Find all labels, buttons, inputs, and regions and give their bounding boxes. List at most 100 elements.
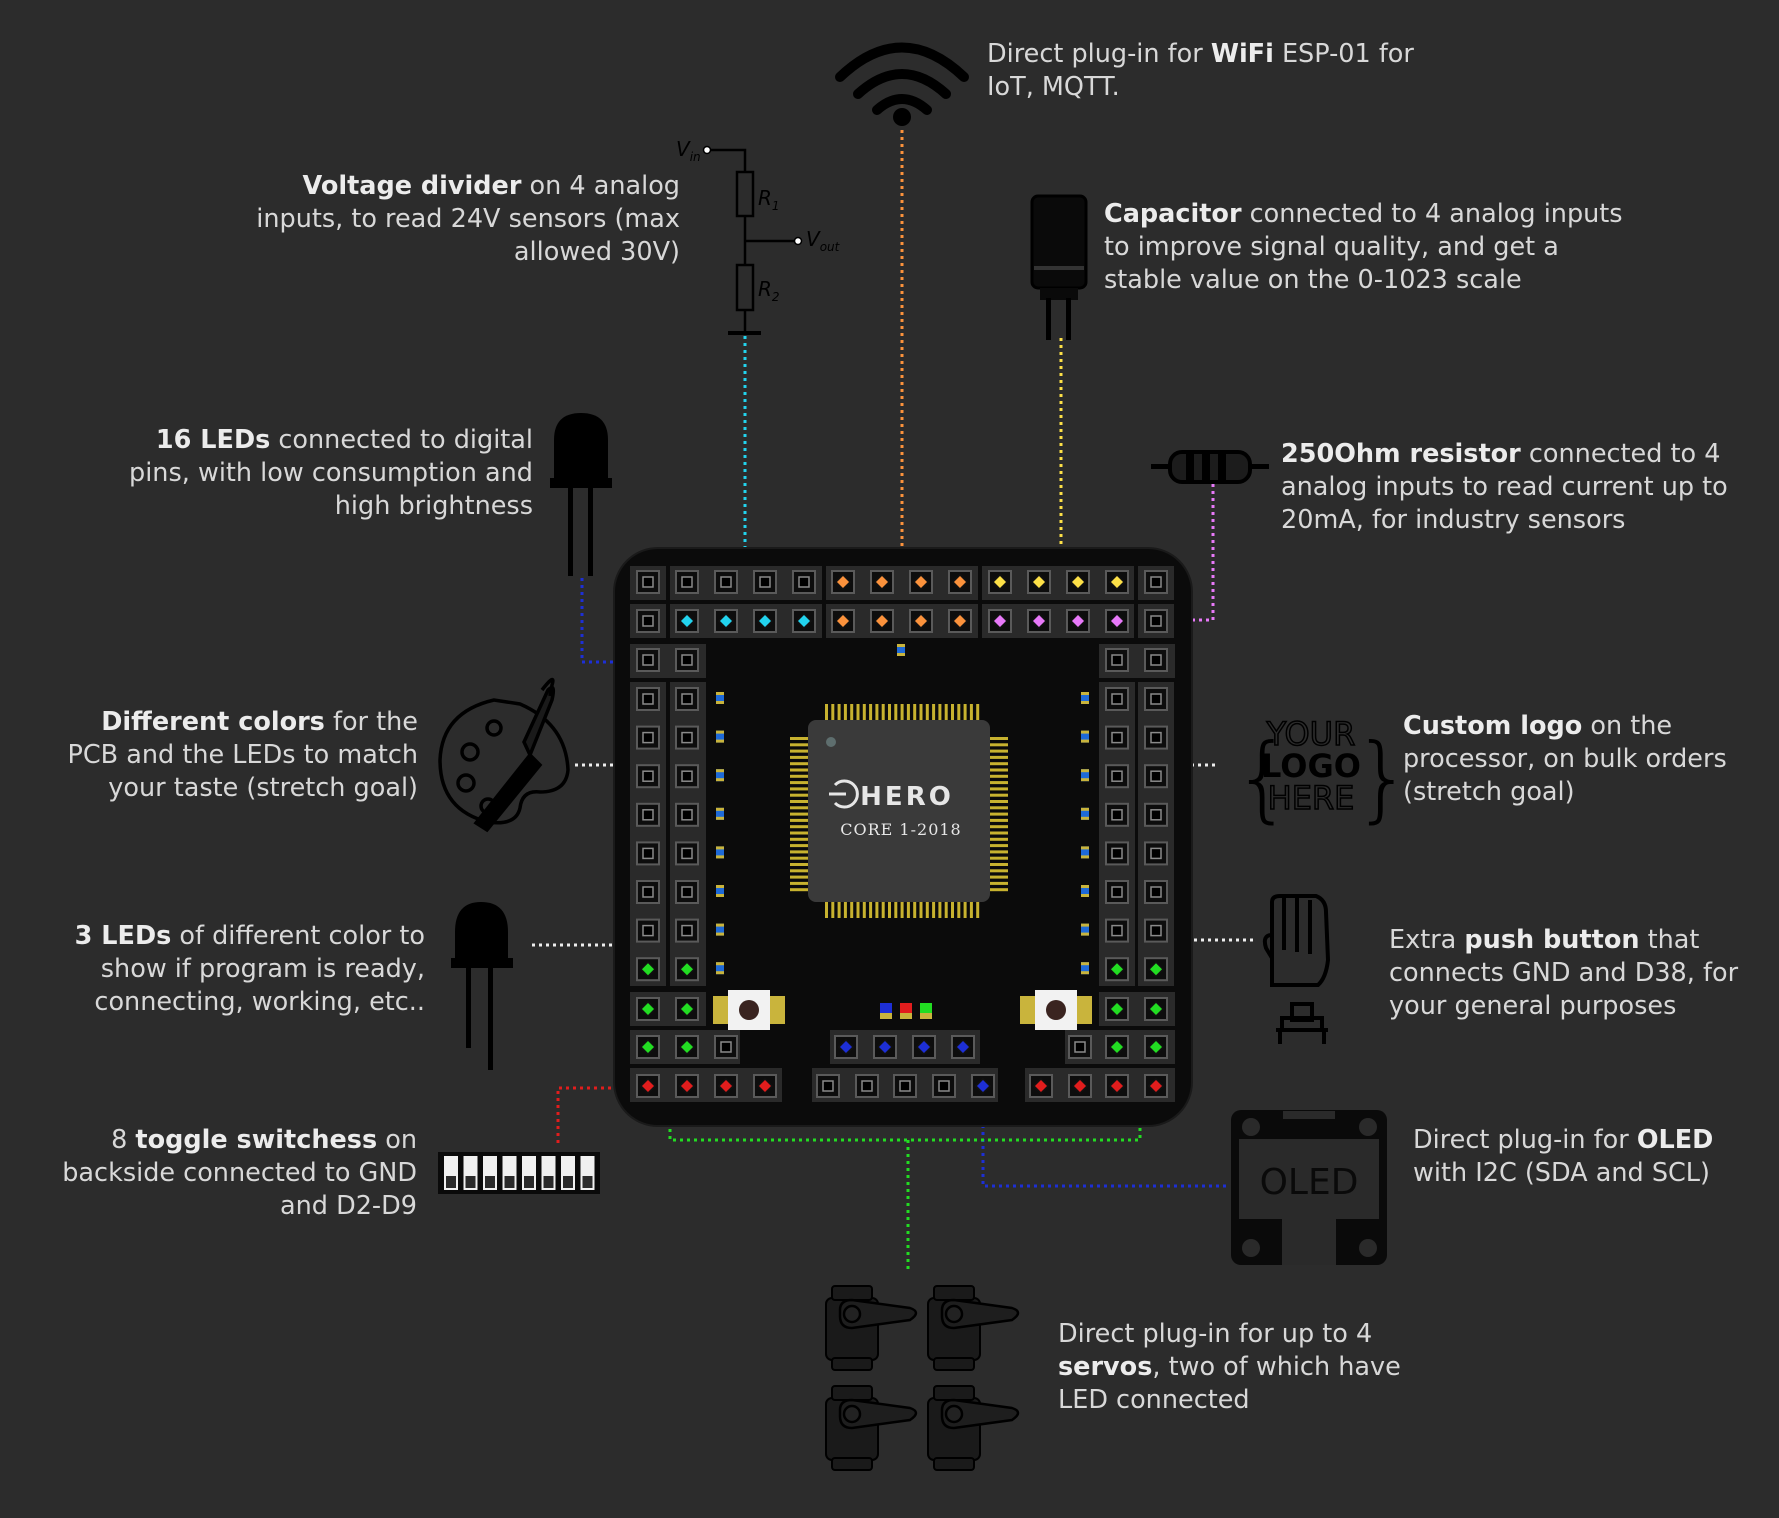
led-small-icon <box>451 902 513 1070</box>
header-pin-led <box>1029 1074 1053 1098</box>
chip-pin <box>825 900 828 918</box>
header-pin <box>1105 880 1129 904</box>
chip-pin <box>988 888 1008 892</box>
chip-pin <box>881 704 885 722</box>
chip-pin <box>988 743 1008 747</box>
header-pin-led <box>909 570 933 594</box>
header-pin-led <box>1027 570 1051 594</box>
chip-pin <box>856 900 860 918</box>
palette-icon <box>438 677 570 833</box>
chip-pin <box>988 812 1008 816</box>
chip-pin <box>790 844 810 848</box>
svg-text:OLED: OLED <box>1260 1162 1359 1203</box>
chip-pin <box>951 704 954 722</box>
header-pin-led <box>1144 997 1168 1021</box>
header-pin-led <box>1066 609 1090 633</box>
smd-led <box>1081 923 1089 936</box>
board-button-right <box>1020 990 1092 1030</box>
pcb-board <box>613 547 1193 1127</box>
chip-pin <box>988 856 1008 860</box>
header-pin-led <box>714 609 738 633</box>
chip-pin <box>988 825 1008 829</box>
header-pin <box>675 918 699 943</box>
header-pin-led <box>912 1035 936 1059</box>
oled-connection <box>981 1048 1228 1188</box>
header-pin <box>1105 764 1129 789</box>
chip-pin <box>900 704 904 722</box>
chip-pin <box>988 863 1008 866</box>
chip-pin <box>790 762 810 766</box>
chip-pin <box>790 774 810 778</box>
chip-pin <box>988 881 1008 885</box>
chip-pin <box>850 704 854 722</box>
chip-pin <box>790 888 810 892</box>
header-pin <box>893 1074 917 1098</box>
chip-pin <box>850 900 854 918</box>
chip-pin <box>988 850 1008 854</box>
chip-pin <box>790 881 810 885</box>
chip-pin <box>862 900 866 918</box>
chip-pin <box>843 900 847 918</box>
dip-switch-icon <box>438 1152 600 1194</box>
chip-pin <box>988 737 1008 740</box>
header-pin-led <box>636 957 660 982</box>
chip-pin <box>837 704 841 722</box>
smd-led <box>716 846 724 859</box>
chip-pin <box>862 704 866 722</box>
header-pin <box>1144 609 1168 633</box>
header-pin <box>1144 802 1168 827</box>
svg-text:YOUR: YOUR <box>1266 715 1356 753</box>
header-pin-led <box>675 609 699 633</box>
header-pin <box>1068 1035 1092 1059</box>
header-pin <box>636 880 660 904</box>
chip-pin <box>988 869 1008 873</box>
chip-pin <box>790 755 810 759</box>
chip-pin <box>790 768 810 772</box>
header-pin <box>816 1074 840 1098</box>
chip-pin <box>925 900 929 918</box>
header-pin-led <box>1105 997 1129 1021</box>
chip-pin <box>906 900 910 918</box>
caption-servos: Direct plug-in for up to 4 servos, two o… <box>1058 1319 1401 1415</box>
status-led <box>900 1003 912 1013</box>
chip-pin <box>957 900 961 918</box>
smd-led <box>716 692 724 704</box>
header-pin-led <box>753 1074 777 1098</box>
chip-pin <box>988 768 1008 772</box>
header-pin <box>1144 570 1168 594</box>
smd-led <box>1081 730 1089 743</box>
wifi-icon <box>835 42 969 126</box>
header-pin-led <box>1105 1074 1129 1098</box>
chip-pin <box>932 704 936 722</box>
chip-pin <box>869 900 873 918</box>
smd-led <box>716 807 724 820</box>
header-pin <box>675 687 699 711</box>
chip-pin <box>988 787 1008 791</box>
chip-pin <box>988 844 1008 848</box>
header-pin <box>636 802 660 827</box>
chip-pin <box>869 704 873 722</box>
smd-led <box>1081 692 1089 704</box>
smd-led <box>716 885 724 897</box>
header-pin-led <box>1105 570 1129 594</box>
caption-16-leds: 16 LEDs connected to digital pins, with … <box>129 425 533 521</box>
chip-pin <box>881 900 885 918</box>
chip-pin <box>988 806 1008 810</box>
chip-pin <box>988 837 1008 841</box>
chip-pin <box>856 704 860 722</box>
header-pin-led <box>988 609 1012 633</box>
chip-pin <box>790 787 810 791</box>
chip-pin <box>837 900 841 918</box>
caption-3-leds: 3 LEDs of different color to show if pro… <box>74 921 425 1017</box>
hand-pointer-icon <box>1262 894 1331 987</box>
capacitor-icon <box>1030 194 1088 340</box>
header-pin-led <box>636 1074 660 1098</box>
chip-pin <box>988 818 1008 822</box>
chip-pin <box>919 704 923 722</box>
chip-pin <box>969 704 973 722</box>
header-pin <box>1105 687 1129 711</box>
chip-pin <box>944 704 948 722</box>
header-pin <box>675 570 699 594</box>
chip-pin <box>790 793 810 797</box>
